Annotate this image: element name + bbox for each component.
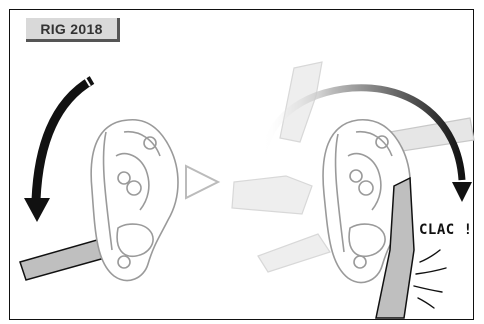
sound-effect-label: CLAC !: [419, 222, 473, 238]
arrowhead-left: [24, 198, 50, 222]
border-frame: [9, 9, 474, 320]
band-right: [375, 176, 415, 319]
band-ghost-left: [231, 175, 313, 215]
figure-tag-label: RIG 2018: [40, 21, 103, 37]
ear-left: [90, 119, 179, 282]
ear-right: [322, 119, 412, 284]
rotation-arrow-left: [31, 76, 95, 201]
impact-lines: [413, 249, 447, 309]
transition-arrow: [185, 164, 221, 200]
rotation-arrow-right: [258, 84, 466, 181]
arrowhead-right: [452, 182, 472, 202]
band-ghost-lower: [257, 233, 331, 273]
figure-tag: RIG 2018: [26, 18, 120, 42]
band-ghost-right: [389, 117, 475, 153]
